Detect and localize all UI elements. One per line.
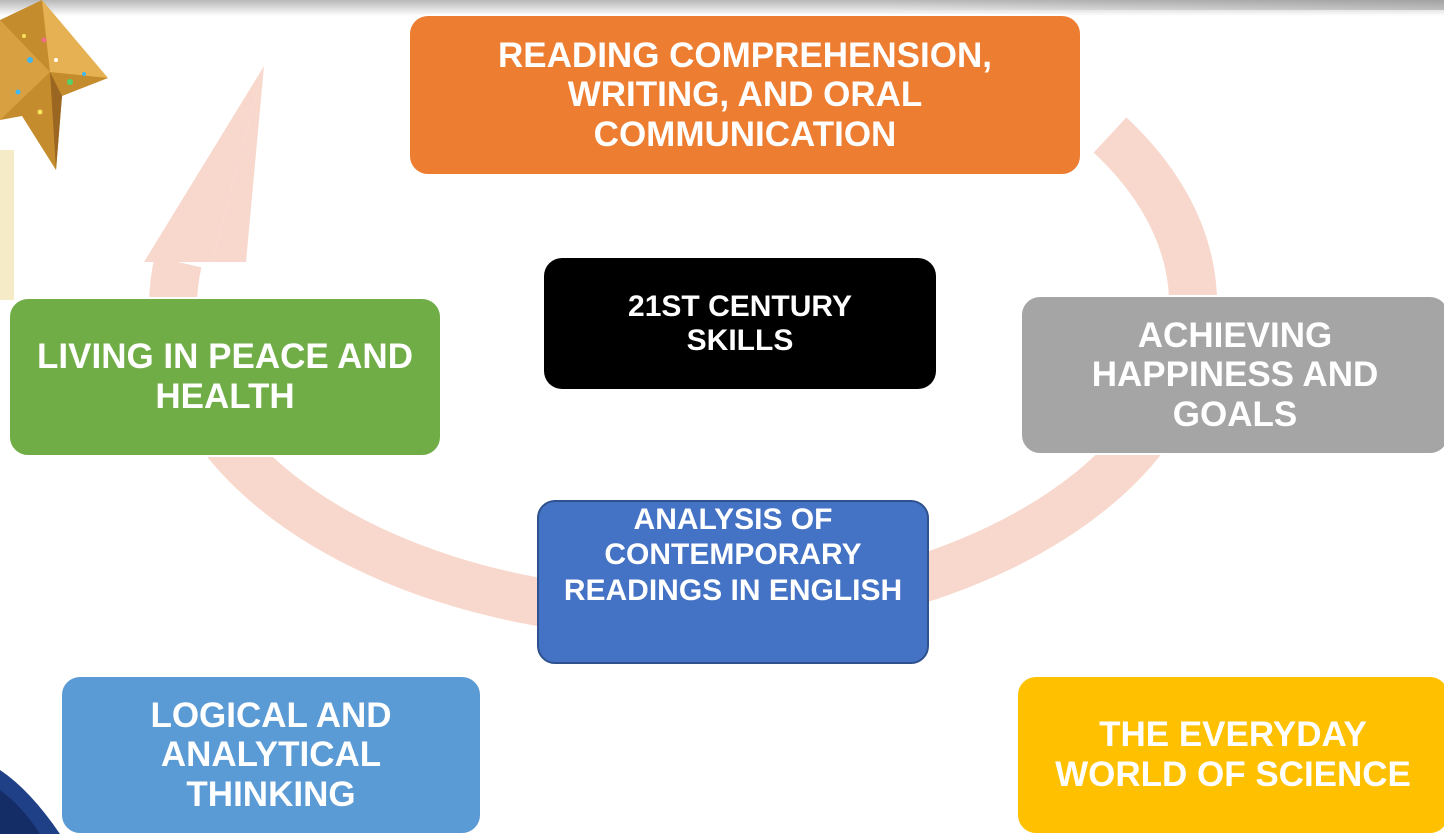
subject-box: ANALYSIS OF CONTEMPORARY READINGS IN ENG… xyxy=(537,500,929,664)
top-shadow xyxy=(0,0,1444,16)
node-label: LIVING IN PEACE AND HEALTH xyxy=(37,337,413,416)
node-everyday-science: THE EVERYDAY WORLD OF SCIENCE xyxy=(1016,675,1444,835)
node-achieving-happiness: ACHIEVING HAPPINESS AND GOALS xyxy=(1020,295,1444,455)
star-icon xyxy=(0,0,108,170)
cycle-arrowhead-fill xyxy=(212,66,264,262)
node-reading-comprehension: READING COMPREHENSION, WRITING, AND ORAL… xyxy=(408,14,1082,176)
node-logical-thinking: LOGICAL AND ANALYTICAL THINKING xyxy=(60,675,482,835)
left-glow xyxy=(0,150,14,300)
top-right-shade xyxy=(884,0,1444,10)
node-label: ACHIEVING HAPPINESS AND GOALS xyxy=(1091,315,1379,434)
node-label: THE EVERYDAY WORLD OF SCIENCE xyxy=(1055,715,1411,794)
corner-swoosh-dark xyxy=(0,790,40,834)
subject-label: ANALYSIS OF CONTEMPORARY READINGS IN ENG… xyxy=(563,503,903,607)
cycle-arrowhead xyxy=(144,66,264,262)
centre-label: 21ST CENTURY SKILLS xyxy=(628,289,852,357)
centre-title-box: 21ST CENTURY SKILLS xyxy=(544,258,936,389)
node-living-in-peace: LIVING IN PEACE AND HEALTH xyxy=(8,297,442,457)
node-label: LOGICAL AND ANALYTICAL THINKING xyxy=(150,695,392,814)
node-label: READING COMPREHENSION, WRITING, AND ORAL… xyxy=(498,35,992,154)
